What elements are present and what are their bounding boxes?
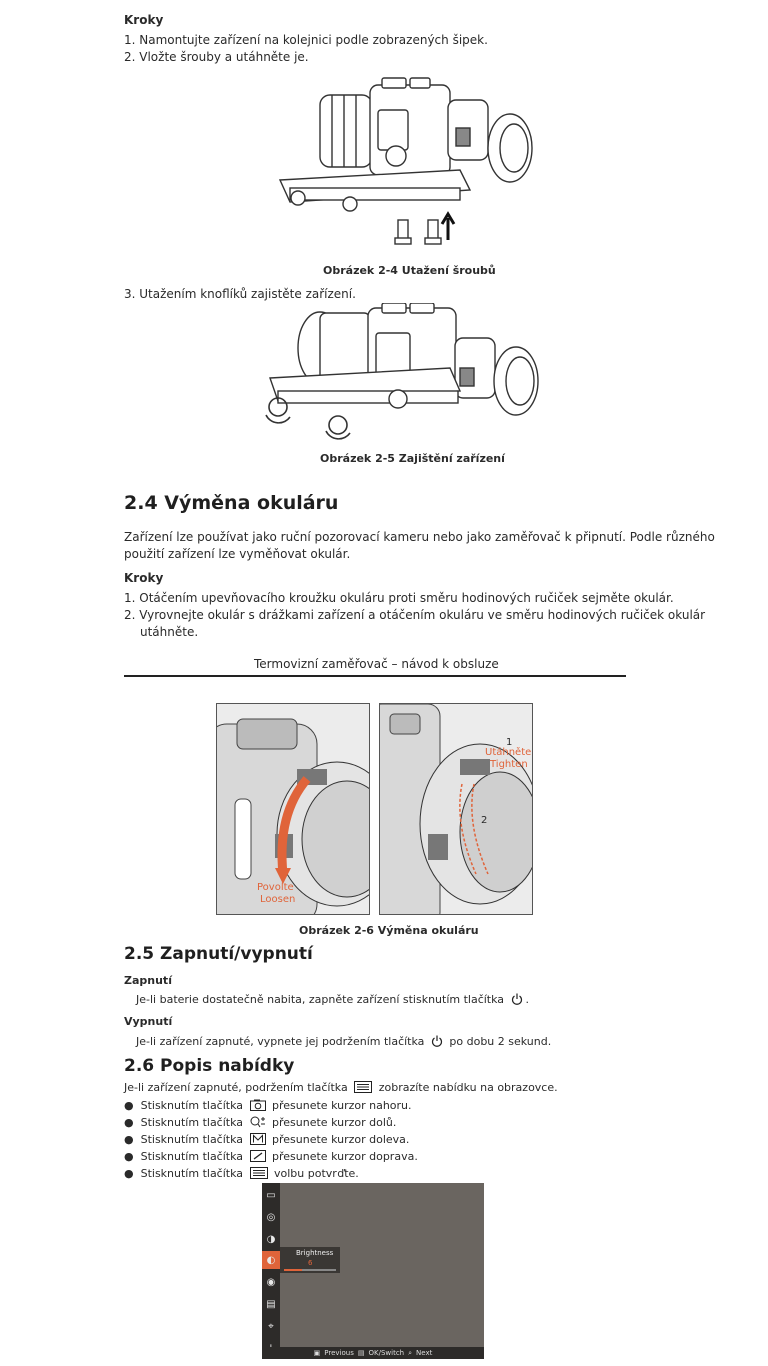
brightness-label: Brightness [296, 1249, 334, 1257]
bullet-text: volbu potvrďte. [274, 1167, 359, 1180]
zoom-icon [250, 1116, 265, 1128]
menu-icon: ▤ [357, 1349, 365, 1357]
footer-ok: OK/Switch [368, 1349, 405, 1357]
contrast-icon: ◑ [266, 1233, 276, 1245]
brightness-value: 6 [308, 1259, 313, 1267]
menu-intro-before: Je-li zařízení zapnuté, podržením tlačít… [124, 1081, 348, 1094]
menu-icon [354, 1081, 373, 1093]
figure-secure-illustration [260, 303, 550, 443]
power-off-text: Je-li zařízení zapnuté, vypnete jej podr… [136, 1034, 551, 1049]
list-item: ● Stisknutím tlačítka přesunete kurzor d… [124, 1116, 397, 1129]
edit-icon [249, 1150, 266, 1162]
footer-previous: Previous [324, 1349, 354, 1357]
menu-screenshot: ▭ ◎ ◑ ◐ ◉ ▤ ⌖ ⊹ Brightness 6 ▣Previous ▤… [262, 1183, 484, 1359]
list-item: ● Stisknutím tlačítka přesunete kurzor d… [124, 1150, 418, 1163]
eye-icon: ◉ [266, 1276, 276, 1288]
tighten-label-en: Tighten [490, 759, 528, 770]
bullet-list: ● Stisknutím tlačítka přesunete kurzor n… [124, 1097, 418, 1182]
step-number-2: 2 [481, 815, 488, 826]
menu-sidebar: ▭ ◎ ◑ ◐ ◉ ▤ ⌖ ⊹ [262, 1183, 280, 1359]
figure-caption: Obrázek 2-6 Výměna okuláru [299, 924, 479, 937]
zoom-icon: ⌕ [408, 1348, 413, 1357]
power-icon [431, 1035, 442, 1047]
brightness-slider-fill [284, 1269, 302, 1271]
menu-footer: ▣Previous ▤OK/Switch ⌕Next [262, 1347, 484, 1359]
step-number-1: 1 [506, 737, 513, 748]
paragraph-line: použití zařízení lze vyměňovat okulár. [124, 547, 351, 561]
bullet-text: přesunete kurzor nahoru. [272, 1099, 412, 1112]
step-3: 3. Utažením knoflíků zajistěte zařízení. [124, 287, 356, 301]
header-rule [124, 675, 626, 677]
section-title: 2.5 Zapnutí/vypnutí [124, 944, 313, 964]
menu-icon [249, 1167, 268, 1179]
power-on-text-after: . [525, 993, 530, 1006]
footer-next: Next [416, 1349, 433, 1357]
steps-heading: Kroky [124, 13, 164, 27]
bullet-text: Stisknutím tlačítka [140, 1116, 244, 1129]
loosen-label: Povolte [257, 882, 294, 893]
bullet-text: Stisknutím tlačítka [140, 1133, 244, 1146]
power-on-text-before: Je-li baterie dostatečně nabita, zapněte… [136, 993, 505, 1006]
menu-icon: ▤ [266, 1298, 276, 1310]
tighten-label: Utáhněte [485, 747, 532, 758]
bullet-text: přesunete kurzor doprava. [272, 1150, 418, 1163]
brightness-slider-track[interactable] [284, 1269, 336, 1271]
hotspot-icon: ◎ [266, 1211, 276, 1223]
power-off-text-before: Je-li zařízení zapnuté, vypnete jej podr… [136, 1035, 425, 1048]
section-title: 2.6 Popis nabídky [124, 1056, 295, 1076]
menu-intro: Je-li zařízení zapnuté, podržením tlačít… [124, 1080, 558, 1095]
power-icon [511, 993, 522, 1005]
loosen-label-en: Loosen [260, 894, 296, 905]
bullet-text: přesunete kurzor doleva. [272, 1133, 410, 1146]
page-header: Termovizní zaměřovač – návod k obsluze [254, 657, 499, 671]
battery-icon: ▭ [266, 1189, 276, 1201]
menu-intro-after: zobrazíte nabídku na obrazovce. [378, 1081, 558, 1094]
power-on-text: Je-li baterie dostatečně nabita, zapněte… [136, 992, 529, 1007]
focus-icon: ⌖ [268, 1320, 274, 1332]
bullet-text: Stisknutím tlačítka [140, 1150, 244, 1163]
brightness-popup: Brightness 6 [280, 1247, 340, 1273]
list-item: ● Stisknutím tlačítka volbu potvrďte. [124, 1167, 359, 1180]
power-on-heading: Zapnutí [124, 974, 172, 987]
list-item: ● Stisknutím tlačítka přesunete kurzor n… [124, 1099, 412, 1112]
figure-caption: Obrázek 2-4 Utažení šroubů [323, 264, 496, 277]
power-off-text-after: po dobu 2 sekund. [449, 1035, 552, 1048]
step-1: 1. Namontujte zařízení na kolejnici podl… [124, 33, 488, 47]
brightness-icon[interactable]: ◐ [262, 1251, 280, 1269]
bullet-text: přesunete kurzor dolů. [272, 1116, 397, 1129]
camera-icon: ▣ [313, 1349, 321, 1357]
step-2-continued: utáhněte. [140, 625, 199, 639]
camera-icon [249, 1099, 266, 1111]
step-1: 1. Otáčením upevňovacího kroužku okuláru… [124, 591, 674, 605]
paragraph-line: Zařízení lze používat jako ruční pozorov… [124, 530, 715, 544]
list-item: ● Stisknutím tlačítka přesunete kurzor d… [124, 1133, 410, 1146]
steps-heading: Kroky [124, 571, 164, 585]
power-off-heading: Vypnutí [124, 1015, 173, 1028]
section-title: 2.4 Výměna okuláru [124, 492, 339, 514]
bullet-text: Stisknutím tlačítka [140, 1099, 244, 1112]
step-2: 2. Vyrovnejte okulár s drážkami zařízení… [124, 608, 706, 622]
figure-screws-illustration [270, 70, 540, 260]
bullet-text: Stisknutím tlačítka [140, 1167, 244, 1180]
figure-loosen-panel [216, 703, 370, 915]
step-2: 2. Vložte šrouby a utáhněte je. [124, 50, 309, 64]
figure-tighten-panel [379, 703, 533, 915]
figure-caption: Obrázek 2-5 Zajištění zařízení [320, 452, 505, 465]
m-icon [249, 1133, 266, 1145]
